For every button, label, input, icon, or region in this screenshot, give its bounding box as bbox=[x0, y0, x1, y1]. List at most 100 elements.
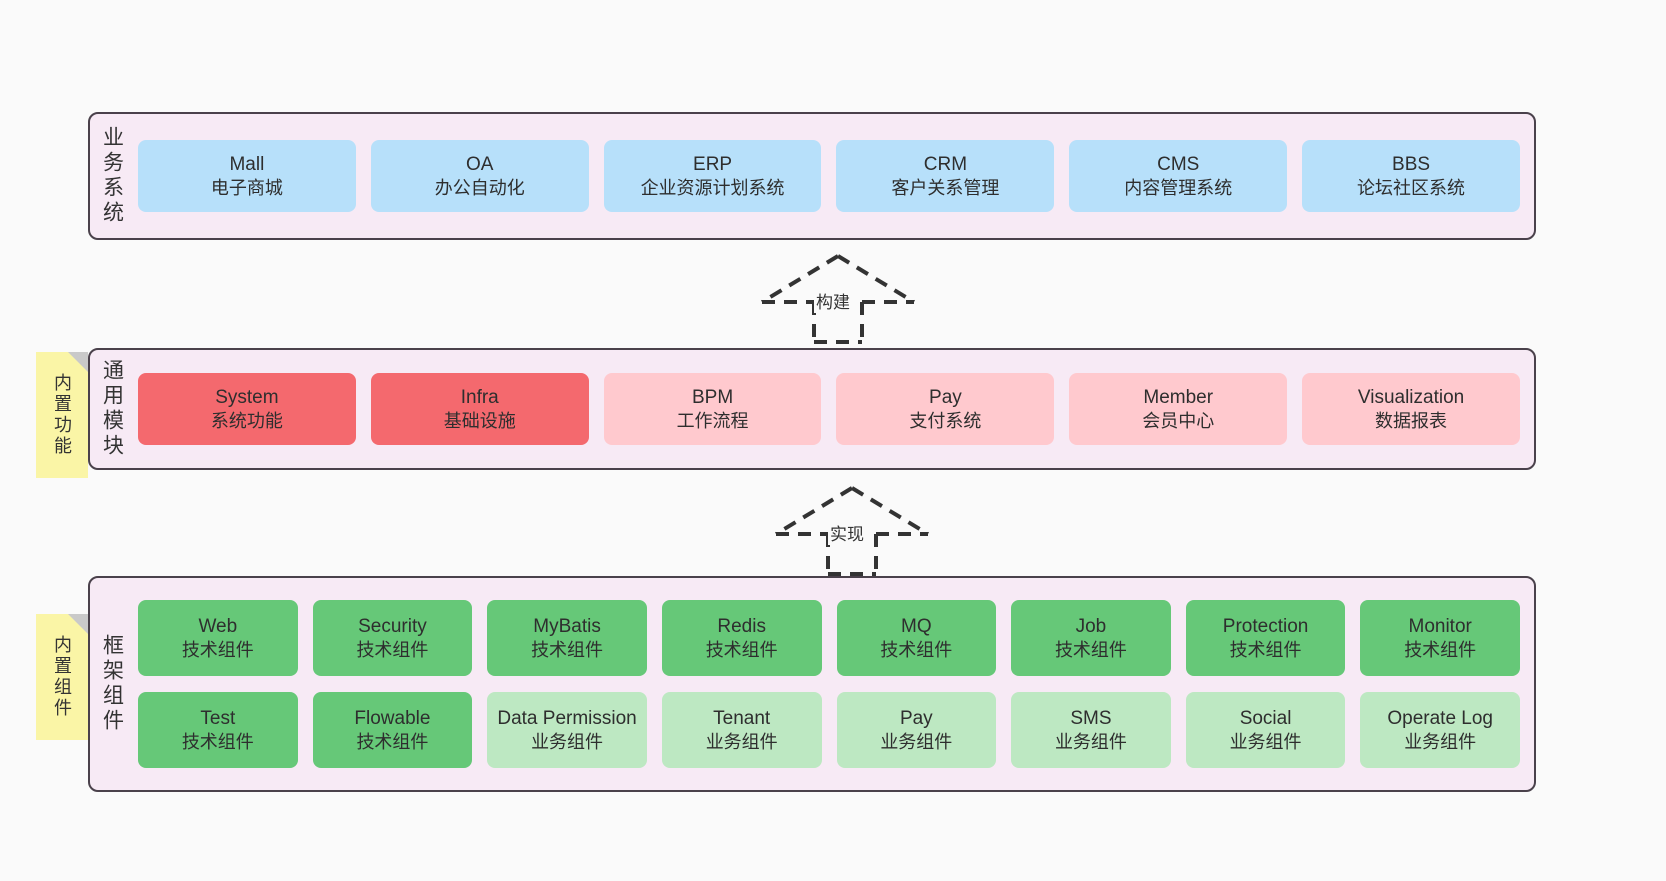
card-subtitle: 业务组件 bbox=[705, 731, 778, 752]
card-protection[interactable]: Protection 技术组件 bbox=[1185, 600, 1346, 676]
card-subtitle: 工作流程 bbox=[676, 410, 749, 431]
layer-label-module: 通用模块 bbox=[100, 359, 124, 459]
card-subtitle: 数据报表 bbox=[1375, 410, 1448, 431]
card-subtitle: 电子商城 bbox=[210, 177, 283, 198]
card-system[interactable]: System 系统功能 bbox=[138, 373, 356, 445]
card-title: Test bbox=[200, 707, 236, 729]
card-operate-log[interactable]: Operate Log 业务组件 bbox=[1360, 692, 1520, 768]
card-erp[interactable]: ERP 企业资源计划系统 bbox=[603, 140, 822, 212]
layer-body-module: System 系统功能 Infra 基础设施 BPM 工作流程 Pay 支付系统… bbox=[134, 350, 1534, 468]
card-title: Redis bbox=[717, 615, 766, 637]
card-data-permission[interactable]: Data Permission 业务组件 bbox=[487, 692, 647, 768]
arrow-realize: 实现 bbox=[762, 484, 942, 576]
note-label: 内置功能 bbox=[52, 373, 72, 457]
card-subtitle: 业务组件 bbox=[1054, 731, 1127, 752]
card-title: ERP bbox=[693, 153, 733, 175]
card-subtitle: 系统功能 bbox=[210, 410, 283, 431]
card-title: Data Permission bbox=[497, 707, 637, 729]
card-visualization[interactable]: Visualization 数据报表 bbox=[1302, 373, 1520, 445]
card-cms[interactable]: CMS 内容管理系统 bbox=[1069, 140, 1288, 212]
card-pay-component[interactable]: Pay 业务组件 bbox=[836, 692, 997, 768]
card-subtitle: 支付系统 bbox=[909, 410, 982, 431]
card-title: Job bbox=[1075, 615, 1107, 637]
card-web[interactable]: Web 技术组件 bbox=[138, 600, 298, 676]
card-title: CRM bbox=[923, 153, 968, 175]
card-bbs[interactable]: BBS 论坛社区系统 bbox=[1302, 140, 1520, 212]
card-title: MyBatis bbox=[533, 615, 601, 637]
card-security[interactable]: Security 技术组件 bbox=[312, 600, 473, 676]
card-title: System bbox=[215, 386, 279, 408]
card-title: Web bbox=[198, 615, 238, 637]
card-row: Web 技术组件 Security 技术组件 MyBatis 技术组件 Redi… bbox=[138, 600, 1520, 676]
arrow-head-right-stroke bbox=[850, 486, 930, 536]
card-row: Mall 电子商城 OA 办公自动化 ERP 企业资源计划系统 CRM 客户关系… bbox=[138, 140, 1520, 212]
card-subtitle: 技术组件 bbox=[356, 639, 429, 660]
card-title: Infra bbox=[460, 386, 499, 408]
card-sms[interactable]: SMS 业务组件 bbox=[1011, 692, 1171, 768]
card-infra[interactable]: Infra 基础设施 bbox=[370, 373, 589, 445]
arrow-head-left-stroke bbox=[760, 254, 840, 304]
note-fold-icon bbox=[68, 614, 88, 634]
card-title: Protection bbox=[1222, 615, 1309, 637]
card-subtitle: 内容管理系统 bbox=[1124, 177, 1233, 198]
layer-label-business: 业务系统 bbox=[100, 126, 124, 226]
card-title: Social bbox=[1239, 707, 1292, 729]
card-pay-module[interactable]: Pay 支付系统 bbox=[836, 373, 1055, 445]
card-redis[interactable]: Redis 技术组件 bbox=[661, 600, 822, 676]
card-subtitle: 技术组件 bbox=[1054, 639, 1127, 660]
card-subtitle: 会员中心 bbox=[1142, 410, 1215, 431]
card-title: MQ bbox=[901, 615, 932, 637]
card-subtitle: 办公自动化 bbox=[434, 177, 525, 198]
arrow-label-build: 构建 bbox=[814, 288, 852, 313]
card-subtitle: 技术组件 bbox=[181, 731, 254, 752]
card-title: Visualization bbox=[1357, 386, 1465, 408]
card-subtitle: 技术组件 bbox=[705, 639, 778, 660]
card-title: BBS bbox=[1392, 153, 1431, 175]
arrow-head-left-stroke bbox=[774, 486, 854, 536]
card-test[interactable]: Test 技术组件 bbox=[138, 692, 298, 768]
card-row: System 系统功能 Infra 基础设施 BPM 工作流程 Pay 支付系统… bbox=[138, 373, 1520, 445]
card-mall[interactable]: Mall 电子商城 bbox=[138, 140, 356, 212]
arrow-head-right-stroke bbox=[836, 254, 916, 304]
card-subtitle: 技术组件 bbox=[1404, 639, 1477, 660]
card-title: CMS bbox=[1157, 153, 1200, 175]
card-subtitle: 客户关系管理 bbox=[891, 177, 1000, 198]
card-title: Mall bbox=[229, 153, 265, 175]
card-oa[interactable]: OA 办公自动化 bbox=[370, 140, 589, 212]
card-title: Tenant bbox=[713, 707, 771, 729]
card-row: Test 技术组件 Flowable 技术组件 Data Permission … bbox=[138, 692, 1520, 768]
layer-body-business: Mall 电子商城 OA 办公自动化 ERP 企业资源计划系统 CRM 客户关系… bbox=[134, 114, 1534, 238]
card-title: Security bbox=[358, 615, 427, 637]
card-subtitle: 业务组件 bbox=[531, 731, 604, 752]
card-social[interactable]: Social 业务组件 bbox=[1185, 692, 1346, 768]
layer-body-framework: Web 技术组件 Security 技术组件 MyBatis 技术组件 Redi… bbox=[134, 578, 1534, 790]
card-bpm[interactable]: BPM 工作流程 bbox=[603, 373, 822, 445]
note-builtin-component: 内置组件 bbox=[36, 614, 88, 740]
card-subtitle: 企业资源计划系统 bbox=[640, 177, 785, 198]
card-flowable[interactable]: Flowable 技术组件 bbox=[312, 692, 473, 768]
card-title: Member bbox=[1143, 386, 1214, 408]
card-mq[interactable]: MQ 技术组件 bbox=[836, 600, 997, 676]
note-fold-icon bbox=[68, 352, 88, 372]
card-crm[interactable]: CRM 客户关系管理 bbox=[836, 140, 1055, 212]
card-title: BPM bbox=[691, 386, 734, 408]
card-subtitle: 技术组件 bbox=[1229, 639, 1302, 660]
arrow-build: 构建 bbox=[748, 252, 928, 344]
card-subtitle: 业务组件 bbox=[880, 731, 953, 752]
card-mybatis[interactable]: MyBatis 技术组件 bbox=[487, 600, 647, 676]
card-subtitle: 论坛社区系统 bbox=[1357, 177, 1466, 198]
card-subtitle: 业务组件 bbox=[1404, 731, 1477, 752]
card-title: Operate Log bbox=[1387, 707, 1493, 729]
card-tenant[interactable]: Tenant 业务组件 bbox=[661, 692, 822, 768]
card-monitor[interactable]: Monitor 技术组件 bbox=[1360, 600, 1520, 676]
card-subtitle: 基础设施 bbox=[443, 410, 516, 431]
card-title: OA bbox=[466, 153, 494, 175]
layer-framework-component: 框架组件 Web 技术组件 Security 技术组件 MyBatis 技术组件… bbox=[88, 576, 1536, 792]
card-title: Pay bbox=[929, 386, 962, 408]
layer-label-framework: 框架组件 bbox=[100, 634, 124, 734]
card-member[interactable]: Member 会员中心 bbox=[1069, 373, 1288, 445]
card-subtitle: 技术组件 bbox=[531, 639, 604, 660]
card-job[interactable]: Job 技术组件 bbox=[1011, 600, 1171, 676]
layer-common-module: 通用模块 System 系统功能 Infra 基础设施 BPM 工作流程 Pay… bbox=[88, 348, 1536, 470]
